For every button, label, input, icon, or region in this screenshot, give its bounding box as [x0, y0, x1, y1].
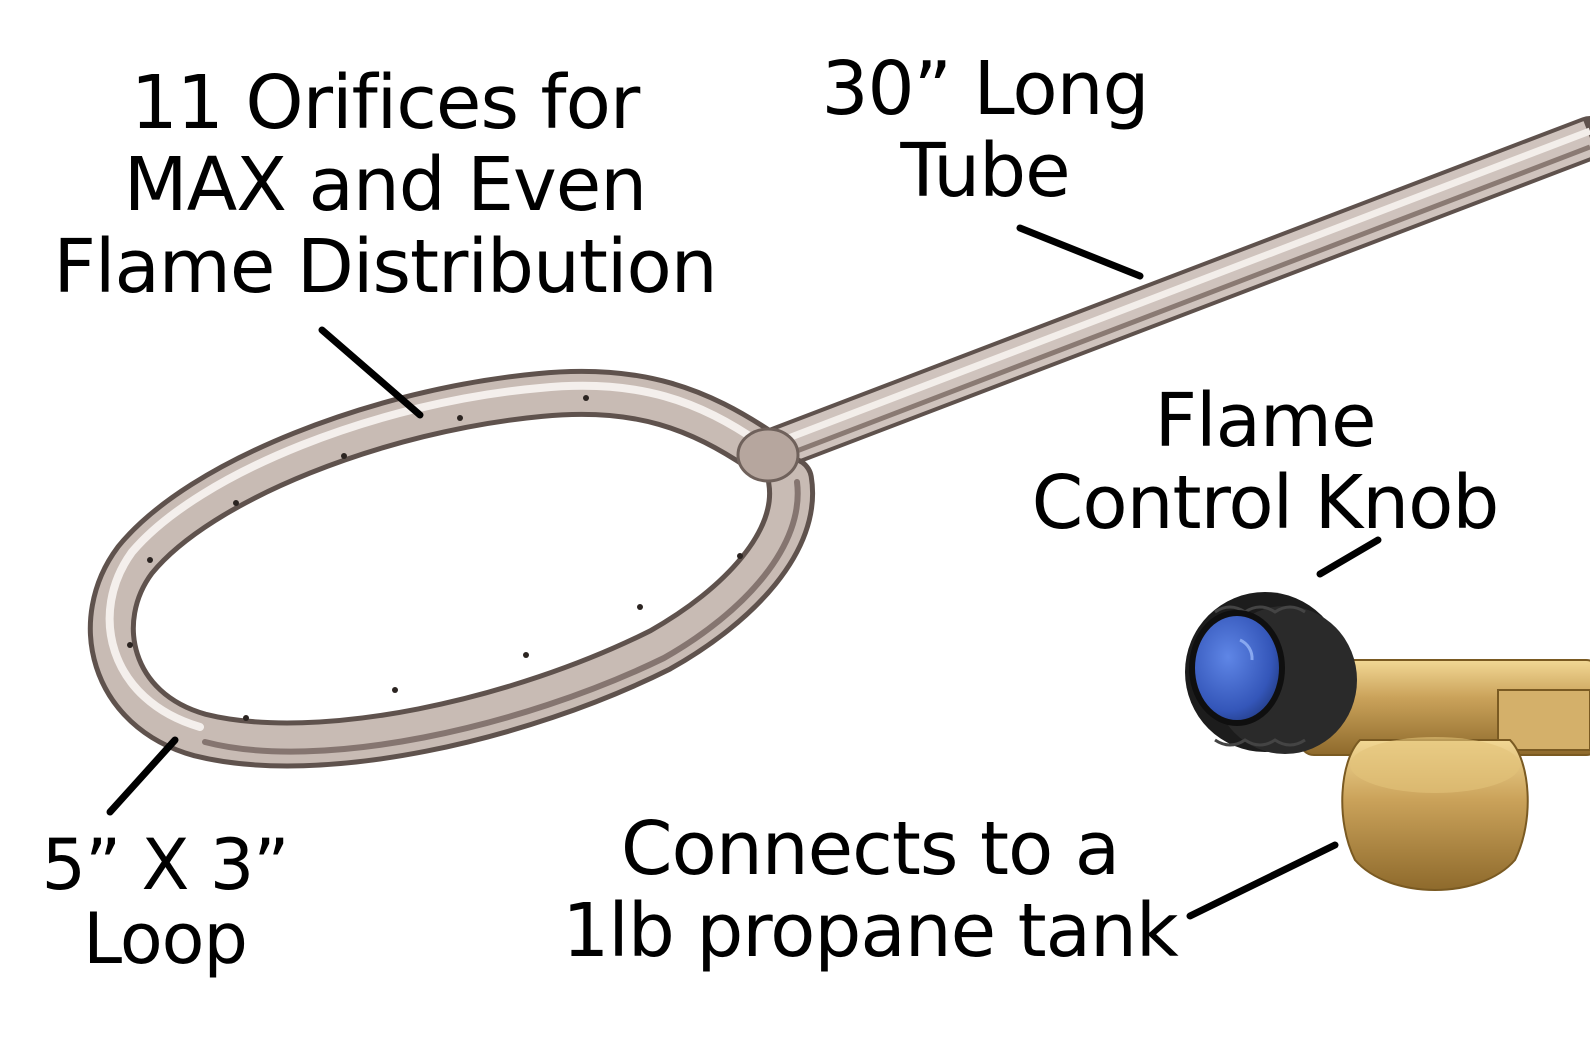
knob-caption-line1: Flame — [1154, 378, 1376, 464]
knob-caption: Flame Control Knob — [985, 380, 1545, 544]
callout-line-knob — [1316, 536, 1382, 578]
brass-regulator — [1299, 659, 1590, 891]
control-knob — [1185, 592, 1357, 754]
orifices-caption-line2: MAX and Even — [123, 142, 647, 228]
orifices-caption-line1: 11 Orifices for — [130, 60, 641, 146]
callout-line-orifices — [318, 326, 424, 419]
orifices-caption-line3: Flame Distribution — [53, 224, 717, 310]
burner-loop — [87, 368, 816, 769]
callout-line-loop — [106, 736, 179, 816]
tube-caption: 30” Long Tube — [790, 48, 1180, 212]
tube-caption-line2: Tube — [900, 128, 1070, 214]
long-tube — [738, 116, 1590, 477]
loop-caption-line1: 5” X 3” — [41, 824, 289, 906]
orifices-caption: 11 Orifices for MAX and Even Flame Distr… — [20, 62, 750, 308]
orifice-holes — [127, 395, 743, 721]
callout-line-tank — [1186, 841, 1339, 920]
knob-caption-line2: Control Knob — [1031, 460, 1500, 546]
tank-caption-line1: Connects to a — [620, 806, 1120, 892]
loop-caption: 5” X 3” Loop — [30, 828, 300, 976]
callout-line-tube — [1016, 224, 1144, 280]
callout-lines — [106, 224, 1382, 920]
tube-caption-line1: 30” Long — [821, 46, 1149, 132]
loop-caption-line2: Loop — [83, 898, 248, 980]
tank-caption: Connects to a 1lb propane tank — [525, 808, 1215, 972]
tank-caption-line2: 1lb propane tank — [562, 888, 1179, 974]
